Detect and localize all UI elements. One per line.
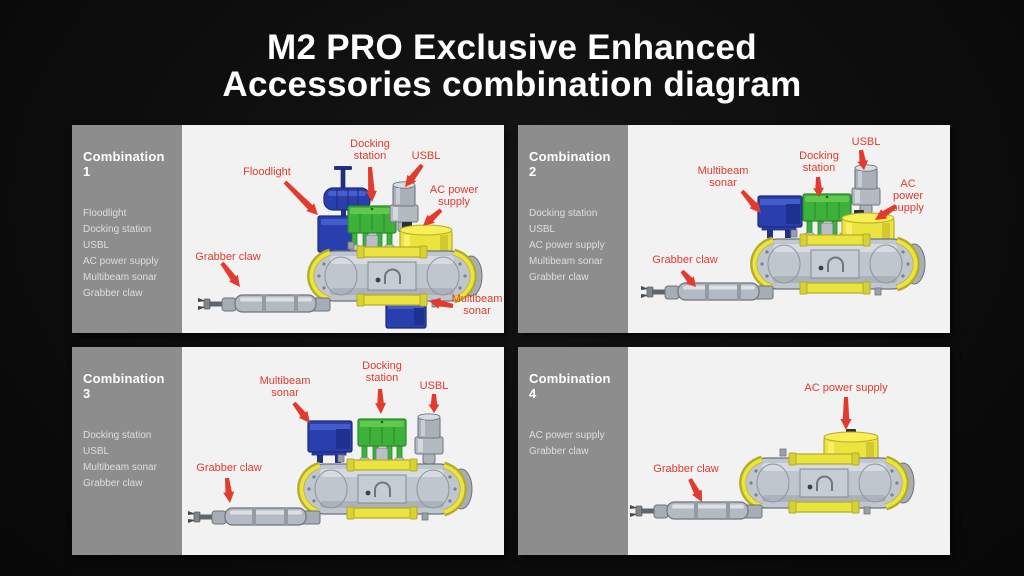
rov-diagram — [641, 149, 926, 301]
arrow-ac-power-supply — [423, 208, 443, 226]
accessory-list-item: AC power supply — [529, 240, 605, 251]
accessory-list-item: USBL — [83, 446, 110, 457]
arrow-grabber-claw — [680, 269, 696, 287]
label-usbl: USBL — [411, 150, 441, 162]
diagram-combination-4: AC power supply Grabber claw — [628, 347, 950, 555]
combination-title: Combination 4 — [529, 371, 611, 401]
label-multibeam-sonar: Multibeam sonar — [697, 165, 749, 189]
arrow-usbl — [428, 394, 440, 413]
diagram-combination-2: Multibeam sonar Docking station USBL AC … — [628, 125, 950, 333]
label-grabber-claw: Grabber claw — [653, 463, 719, 475]
arrow-grabber-claw — [223, 477, 235, 503]
accessory-list-item: Grabber claw — [83, 288, 143, 299]
title-line-1: M2 PRO Exclusive Enhanced — [267, 28, 757, 67]
label-usbl: USBL — [851, 136, 881, 148]
diagram-combination-3: Multibeam sonar Docking station USBL Gra… — [182, 347, 504, 555]
arrow-multibeam-sonar — [292, 401, 310, 423]
arrow-multibeam-sonar — [429, 297, 454, 309]
docking-station — [347, 205, 397, 251]
grabber-claw-arm — [641, 282, 774, 301]
arrow-usbl — [857, 149, 869, 170]
arrow-usbl — [405, 163, 424, 187]
accessory-list-item: Multibeam sonar — [83, 462, 157, 473]
accessory-list-item: Multibeam sonar — [529, 256, 603, 267]
label-docking-station: Docking station — [350, 138, 390, 162]
rov-diagram — [630, 397, 915, 520]
combination-title: Combination 1 — [83, 149, 165, 179]
label-docking-station: Docking station — [799, 150, 839, 174]
label-ac-power-supply: AC power supply — [892, 178, 924, 214]
accessory-list-item: Floodlight — [83, 208, 127, 219]
arrow-docking-station — [365, 166, 377, 202]
accessory-list-item: AC power supply — [529, 430, 605, 441]
docking-station — [357, 418, 407, 464]
title-line-2: Accessories combination diagram — [222, 65, 802, 104]
accessory-list-item: Docking station — [83, 430, 152, 441]
label-ac-power-supply: AC power supply — [429, 184, 479, 208]
label-docking-station: Docking station — [362, 360, 402, 384]
arrow-grabber-claw — [220, 261, 240, 287]
rov-body — [750, 229, 926, 296]
combination-title: Combination 2 — [529, 149, 611, 179]
label-grabber-claw: Grabber claw — [195, 251, 261, 263]
ac-power-supply — [841, 210, 895, 243]
diagram-combination-1: Floodlight Docking station USBL AC power… — [182, 125, 504, 333]
accessory-list-item: Grabber claw — [529, 446, 589, 457]
accessory-list-item: Multibeam sonar — [83, 272, 157, 283]
combination-title: Combination 3 — [83, 371, 165, 401]
label-multibeam-sonar: Multibeam sonar — [451, 293, 503, 317]
page-title: M2 PRO Exclusive Enhanced Accessories co… — [0, 29, 1024, 103]
rov-body — [739, 448, 915, 515]
arrow-docking-station — [375, 388, 387, 414]
accessory-list-item: Grabber claw — [529, 272, 589, 283]
accessory-list-item: Grabber claw — [83, 478, 143, 489]
usbl — [389, 181, 419, 246]
label-floodlight: Floodlight — [243, 166, 291, 178]
rov-diagram — [198, 163, 483, 329]
label-grabber-claw: Grabber claw — [196, 462, 262, 474]
label-ac-power-supply: AC power supply — [804, 382, 888, 394]
accessory-list-item: USBL — [529, 224, 556, 235]
rov-body — [297, 454, 473, 521]
accessory-list-item: Docking station — [529, 208, 598, 219]
rov-diagram — [188, 388, 473, 526]
multibeam-sonar — [307, 420, 353, 463]
label-grabber-claw: Grabber claw — [652, 254, 718, 266]
grabber-claw-arm — [630, 501, 763, 520]
arrow-docking-station — [813, 176, 824, 197]
grabber-claw-arm — [198, 294, 331, 313]
label-usbl: USBL — [419, 380, 449, 392]
arrow-ac-power-supply — [875, 204, 898, 220]
usbl — [414, 413, 444, 478]
arrow-ac-power-supply — [840, 397, 852, 430]
arrow-grabber-claw — [688, 478, 702, 502]
accessory-list-item: USBL — [83, 240, 110, 251]
label-multibeam-sonar: Multibeam sonar — [259, 375, 311, 399]
accessory-list-item: AC power supply — [83, 256, 159, 267]
grabber-claw-arm — [188, 507, 321, 526]
arrow-multibeam-sonar — [740, 189, 761, 213]
accessory-list-item: Docking station — [83, 224, 152, 235]
arrow-floodlight — [283, 180, 318, 215]
